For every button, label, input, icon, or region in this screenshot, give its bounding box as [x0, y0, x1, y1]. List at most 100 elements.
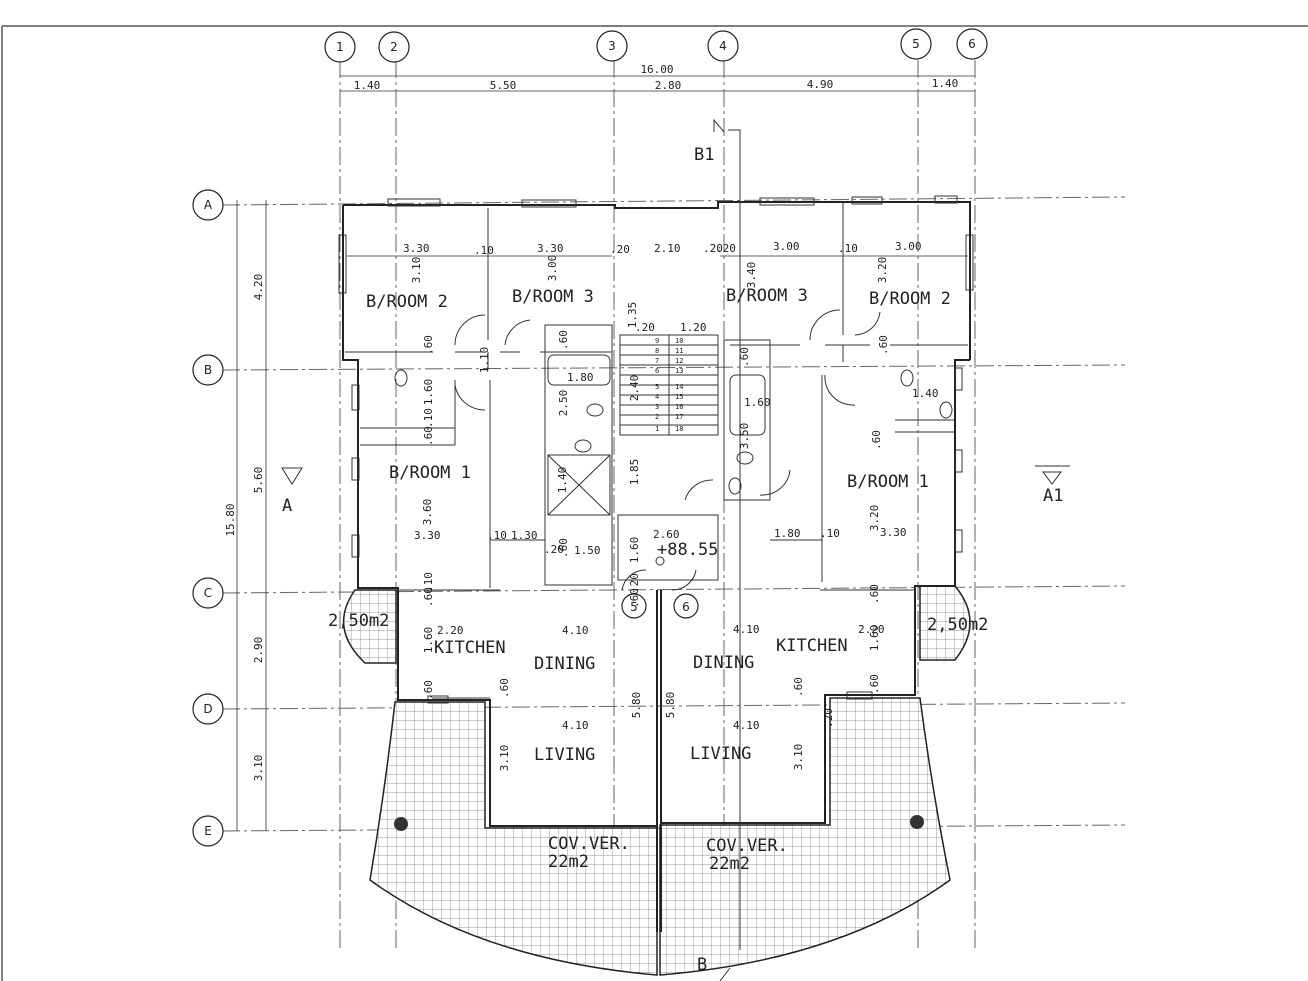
stair-treads — [620, 335, 718, 435]
dimension-label: 1.60 — [422, 379, 435, 406]
internal-grid-5: 5 — [630, 600, 638, 614]
room-veranda-left: COV.VER. — [548, 834, 630, 854]
room-veranda-right: COV.VER. — [706, 836, 788, 856]
dim-top-seg-1: 1.40 — [354, 79, 381, 92]
dimension-label: 12 — [675, 357, 683, 365]
dimension-label: .20 — [703, 242, 723, 255]
column-left — [394, 817, 408, 831]
dimension-label: .20 — [635, 321, 655, 334]
sheet-border — [1, 25, 1308, 981]
dimension-label: 2.20 — [858, 623, 885, 636]
dimension-label: .60 — [498, 678, 511, 698]
dimension-label: 3.30 — [414, 529, 441, 542]
outer-walls — [342, 201, 971, 932]
dimension-label: 3.00 — [773, 240, 800, 253]
left-dimension-chain: 15.80 4.20 5.60 2.90 3.10 — [224, 200, 267, 831]
room-bedroom-3-left: B/ROOM 3 — [512, 287, 594, 307]
planter-right-area: 2,50m2 — [927, 615, 988, 635]
dimension-label: 1.80 — [774, 527, 801, 540]
dim-top-seg-3: 2.80 — [655, 79, 682, 92]
dimension-label: 1.60 — [628, 537, 641, 564]
veranda-right-tiling — [659, 697, 951, 976]
room-labels: B/ROOM 2 B/ROOM 3 B/ROOM 3 B/ROOM 2 B/RO… — [328, 286, 988, 874]
internal-grid-bubbles: 5 6 — [621, 593, 699, 619]
dimension-label: 2.50 — [557, 390, 570, 417]
dimension-label: 1.40 — [556, 467, 569, 494]
dimension-label: 9 — [655, 337, 659, 345]
dimension-label: .60 — [738, 347, 751, 367]
dimension-label: 8 — [655, 347, 659, 355]
grid-bubble-5: 5 — [912, 37, 920, 51]
dim-left-seg-2: 5.60 — [252, 467, 265, 494]
dimension-label: 3.30 — [537, 242, 564, 255]
dimension-label: .20 — [628, 573, 641, 593]
dimension-label: 1.60 — [868, 625, 881, 652]
dim-left-seg-4: 3.10 — [252, 755, 265, 782]
dimension-label: .60 — [422, 587, 435, 607]
room-veranda-left-area: 22m2 — [548, 852, 589, 872]
dimension-label: 3.20 — [868, 505, 881, 532]
dim-top-seg-5: 1.40 — [932, 77, 959, 90]
dimension-label: .10 — [474, 244, 494, 257]
dim-left-seg-1: 4.20 — [252, 274, 265, 301]
dimension-label: .60 — [628, 588, 641, 608]
grid-bubble-2: 2 — [390, 40, 398, 54]
grid-column-bubbles: 1 2 3 4 5 6 — [324, 28, 988, 63]
dimension-label: 3.30 — [403, 242, 430, 255]
windows — [338, 195, 974, 704]
dimension-label: 3.00 — [895, 240, 922, 253]
dimension-label: 13 — [675, 367, 683, 375]
dimension-label: 4 — [655, 393, 659, 401]
room-bedroom-2-left: B/ROOM 2 — [366, 292, 448, 312]
dim-top-seg-2: 5.50 — [490, 79, 517, 92]
grid-bubble-d: D — [203, 702, 212, 716]
dimension-label: 3.20 — [876, 257, 889, 284]
dimension-label: 11 — [675, 347, 683, 355]
section-markers: B1 A A1 B — [281, 118, 1070, 981]
dimension-label: 7 — [655, 357, 659, 365]
dimension-label: 1.60 — [744, 396, 771, 409]
dimension-label: 3.50 — [738, 423, 751, 450]
grid-bubble-4: 4 — [719, 39, 727, 53]
dimension-label: .10 — [422, 572, 435, 592]
room-veranda-right-area: 22m2 — [709, 854, 750, 874]
grid-bubble-6: 6 — [968, 37, 976, 51]
dimension-label: .20 — [822, 708, 835, 728]
dimension-label: 2.40 — [628, 375, 641, 402]
dimension-label: 1.85 — [628, 459, 641, 486]
dimension-label: 16 — [675, 403, 683, 411]
dim-overall-width: 16.00 — [640, 63, 673, 76]
dimension-label: .20 — [610, 243, 630, 256]
dimension-label: 3.00 — [546, 255, 559, 282]
grid-bubble-1: 1 — [336, 40, 344, 54]
level-value: +88.55 — [657, 540, 718, 560]
section-label-b1: B1 — [694, 145, 714, 165]
inner-dimensions: 3.30 .10 3.30 .20 2.10 .20 .20 3.00 .10 … — [346, 240, 968, 771]
dimension-label: 2.10 — [654, 242, 681, 255]
dimension-label: 3.60 — [421, 499, 434, 526]
dimension-label: 3 — [655, 403, 659, 411]
dimension-label: .20 — [544, 543, 564, 556]
section-label-a: A — [282, 496, 292, 516]
dimension-label: .60 — [870, 430, 883, 450]
room-bedroom-2-right: B/ROOM 2 — [869, 289, 951, 309]
room-bedroom-3-right: B/ROOM 3 — [726, 286, 808, 306]
dimension-label: 3.10 — [498, 745, 511, 772]
room-living-right: LIVING — [690, 744, 751, 764]
room-bedroom-1-left: B/ROOM 1 — [389, 463, 471, 483]
planter-left — [342, 589, 397, 664]
dimension-label: 14 — [675, 383, 683, 391]
dimension-label: 1.30 — [511, 529, 538, 542]
dimension-label: 5.80 — [664, 692, 677, 719]
dim-top-seg-4: 4.90 — [807, 78, 834, 91]
dimension-label: .10 — [820, 527, 840, 540]
room-dining-left: DINING — [534, 654, 595, 674]
dimension-label: 4.10 — [562, 719, 589, 732]
dimension-label: 17 — [675, 413, 683, 421]
dimension-label: 10 — [675, 337, 683, 345]
dimension-label: 3.30 — [880, 526, 907, 539]
dimension-label: 1.40 — [912, 387, 939, 400]
level-marker: +88.55 — [655, 540, 718, 566]
grid-bubble-c: C — [204, 586, 212, 600]
section-label-b: B — [697, 955, 707, 975]
